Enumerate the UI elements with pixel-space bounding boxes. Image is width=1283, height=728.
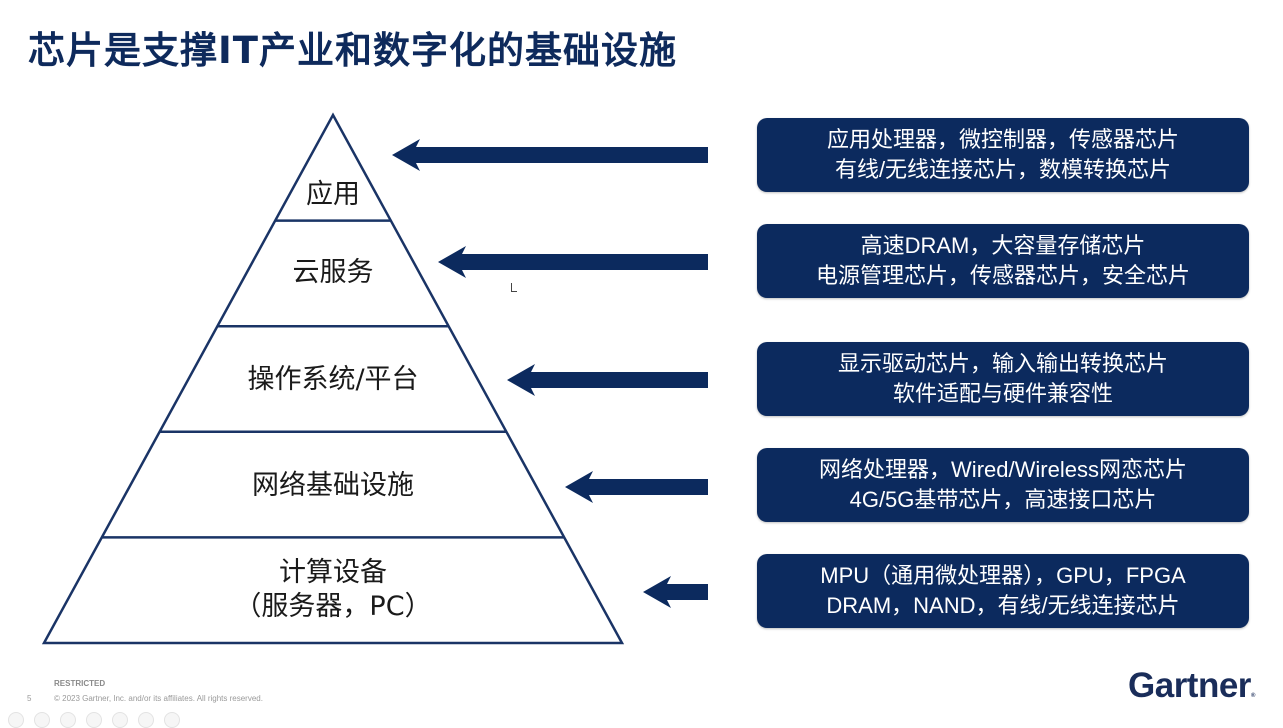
nav-control-button[interactable] (34, 712, 50, 728)
left-arrow-icon (392, 139, 708, 171)
nav-control-button[interactable] (138, 712, 154, 728)
layer-label-line: 网络基础设施 (252, 470, 414, 501)
chip-box-os-platform: 显示驱动芯片，输入输出转换芯片 软件适配与硬件兼容性 (757, 342, 1249, 416)
pyramid-outline (41, 112, 625, 645)
mouse-cursor-icon (511, 283, 517, 292)
layer-label-line: 计算设备 (278, 557, 387, 588)
pyramid (41, 112, 625, 645)
chip-box-cloud-services: 高速DRAM，大容量存储芯片 电源管理芯片，传感器芯片，安全芯片 (757, 224, 1249, 298)
classification-label: RESTRICTED (54, 679, 106, 688)
chip-box-line: MPU（通用微处理器），GPU，FPGA (820, 563, 1186, 588)
nav-control-button[interactable] (164, 712, 180, 728)
chip-box-line: 有线/无线连接芯片，数模转换芯片 (834, 157, 1172, 182)
nav-control-button[interactable] (60, 712, 76, 728)
nav-control-button[interactable] (112, 712, 128, 728)
copyright-notice: © 2023 Gartner, Inc. and/or its affiliat… (54, 694, 263, 703)
chip-box-line: 网络处理器，Wired/Wireless网恋芯片 (819, 457, 1187, 482)
chip-box-line: 4G/5G基带芯片，高速接口芯片 (849, 487, 1157, 512)
chip-box-computing-devices: MPU（通用微处理器），GPU，FPGA DRAM，NAND，有线/无线连接芯片 (757, 554, 1249, 628)
chip-box-line: 高速DRAM，大容量存储芯片 (860, 233, 1146, 258)
layer-label-network-infrastructure: 网络基础设施 (252, 469, 414, 503)
chip-box-application: 应用处理器，微控制器，传感器芯片 有线/无线连接芯片，数模转换芯片 (757, 118, 1249, 192)
page-number: 5 (27, 694, 32, 703)
chip-box-line: 软件适配与硬件兼容性 (892, 381, 1113, 406)
layer-label-line: 云服务 (292, 257, 374, 288)
left-arrow-icon (643, 576, 708, 608)
layer-label-line: （服务器，PC） (234, 591, 432, 622)
chip-box-line: 应用处理器，微控制器，传感器芯片 (826, 127, 1179, 152)
layer-label-line: 操作系统/平台 (247, 364, 419, 395)
layer-label-application: 应用 (306, 178, 360, 212)
chip-box-line: 电源管理芯片，传感器芯片，安全芯片 (815, 263, 1190, 288)
layer-label-computing-devices: 计算设备 （服务器，PC） (234, 556, 431, 624)
slide-nav-controls (8, 712, 180, 728)
layer-label-cloud-services: 云服务 (293, 256, 374, 290)
gartner-logo: Gartner® (1128, 666, 1255, 706)
layer-label-os-platform: 操作系统/平台 (247, 363, 418, 397)
left-arrow-icon (565, 471, 708, 503)
layer-label-line: 应用 (306, 179, 360, 210)
registered-mark: ® (1250, 693, 1255, 699)
left-arrow-icon (507, 364, 708, 396)
chip-box-network-infrastructure: 网络处理器，Wired/Wireless网恋芯片 4G/5G基带芯片，高速接口芯… (757, 448, 1249, 522)
nav-control-button[interactable] (8, 712, 24, 728)
chip-box-line: DRAM，NAND，有线/无线连接芯片 (826, 593, 1180, 618)
arrows (392, 139, 708, 608)
chip-box-line: 显示驱动芯片，输入输出转换芯片 (837, 351, 1168, 376)
nav-control-button[interactable] (86, 712, 102, 728)
slide-title: 芯片是支撑IT产业和数字化的基础设施 (28, 29, 678, 72)
left-arrow-icon (438, 246, 708, 278)
logo-text: Gartner (1128, 666, 1251, 705)
